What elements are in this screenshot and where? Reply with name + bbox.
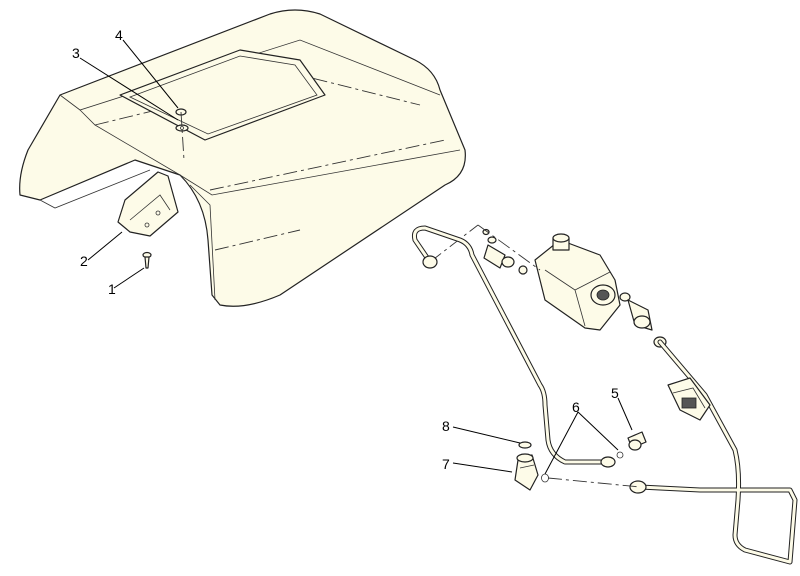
straight-fitting	[627, 431, 647, 451]
callout-6: 6	[572, 399, 580, 415]
hood-cover	[19, 9, 466, 307]
bracket	[117, 171, 179, 237]
hydraulic-tube-right	[629, 339, 798, 565]
callout-7: 7	[442, 456, 450, 472]
hydraulic-tube-left	[412, 225, 616, 468]
tube-clamp	[667, 377, 711, 421]
leader-lines	[79, 39, 633, 475]
screw	[142, 251, 152, 269]
right-fittings	[619, 292, 667, 348]
elbow-fitting	[514, 453, 539, 491]
callout-4: 4	[115, 27, 123, 43]
callout-5: 5	[611, 385, 619, 401]
callout-2: 2	[80, 253, 88, 269]
cap	[518, 441, 532, 449]
control-valve	[534, 233, 621, 331]
left-fittings	[429, 224, 541, 275]
callout-8: 8	[442, 418, 450, 434]
callout-1: 1	[108, 281, 116, 297]
callout-3: 3	[72, 45, 80, 61]
nut-washer	[175, 108, 189, 161]
